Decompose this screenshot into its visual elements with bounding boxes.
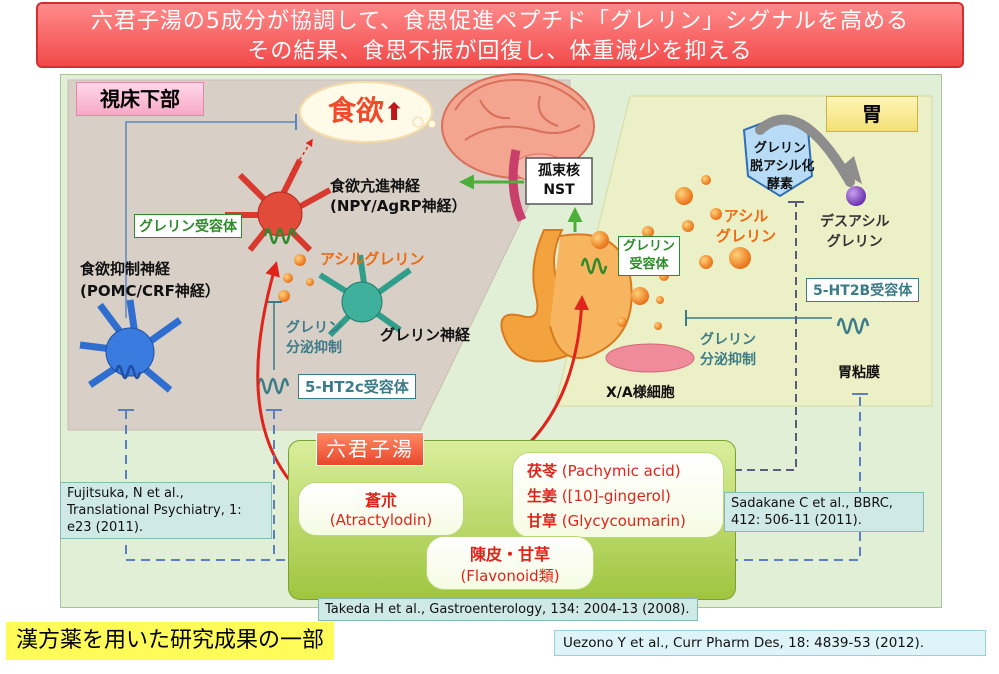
ghrelin-neuron <box>318 254 412 338</box>
enzyme-line-1: グレリン <box>753 141 806 156</box>
stomach-ghrelin-receptor-icon <box>580 257 608 275</box>
stomach-acyl-line-1: アシル <box>723 207 769 225</box>
herb2-row-2-compound: ([10]-gingerol) <box>561 487 671 505</box>
appetite-text: 食欲 <box>327 94 384 127</box>
ghrelin-receptor-label: グレリン受容体 <box>134 214 242 238</box>
appetite-bubble <box>299 81 433 143</box>
orexigenic-neuron <box>225 158 332 253</box>
nts-line-1: 孤束核 <box>538 163 580 179</box>
appetite-label: 食欲⬆ <box>310 86 422 136</box>
herb2-row-2: 生姜 ([10]-gingerol) <box>527 484 723 509</box>
stomach-receptor-line-2: 受容体 <box>629 257 669 272</box>
hyp-secretion-inhibit-label: グレリン 分泌抑制 <box>286 318 342 358</box>
herb3-compound: (Flavonoid類) <box>460 567 560 585</box>
desacyl-ghrelin-ball <box>846 186 866 206</box>
ht2c-receptor-icon <box>256 377 290 395</box>
herb2-row-2-name: 生姜 <box>527 487 558 505</box>
nts-line-2: NST <box>543 182 575 198</box>
stomach-receptor-line-1: グレリン <box>623 239 676 254</box>
anorexigenic-neuron-label: 食欲抑制神経 (POMC/CRF神経） <box>80 258 220 302</box>
gastric-mucosa-label: 胃粘膜 <box>838 365 880 381</box>
ht2b-receptor-icon <box>836 317 870 335</box>
stomach-label: 胃 <box>826 96 918 132</box>
xa-cells <box>605 343 695 373</box>
title-banner: 六君子湯の5成分が協調して、食思促進ペプチド「グレリン」シグナルを高める その結… <box>36 2 964 68</box>
stomach-acyl-line-2: グレリン <box>716 227 777 245</box>
herb2-row-3-name: 甘草 <box>527 512 558 530</box>
acyl-ghrelin-label: アシルグレリン <box>320 250 425 268</box>
herb-group-2: 茯苓 (Pachymic acid) 生姜 ([10]-gingerol) 甘草… <box>512 452 724 538</box>
herb2-row-1: 茯苓 (Pachymic acid) <box>527 459 723 484</box>
ht2b-receptor-label: 5-HT2B受容体 <box>806 278 920 302</box>
ref-sadakane: Sadakane C et al., BBRC, 412: 506-11 (20… <box>724 492 924 532</box>
desacyl-ghrelin-label: デスアシル グレリン <box>820 212 889 252</box>
ref-fujitsuka: Fujitsuka, N et al., Translational Psych… <box>60 482 272 539</box>
ref-uezono: Uezono Y et al., Curr Pharm Des, 18: 483… <box>554 630 986 656</box>
herb1-compound: (Atractylodin) <box>329 511 433 529</box>
xa-cells-label: X/A様細胞 <box>606 385 675 401</box>
ghrelin-neuron-label: グレリン神経 <box>380 326 471 344</box>
herb2-row-3-compound: (Glycycoumarin) <box>561 512 686 530</box>
desacyl-line-1: デスアシル <box>820 214 890 230</box>
orexigenic-line-2: (NPY/AgRP神経） <box>330 197 467 215</box>
arrow-up-icon: ⬆ <box>383 98 405 126</box>
stomach-acyl-ghrelin-label: アシル グレリン <box>716 206 776 246</box>
herb-citrus-licorice: 陳皮・甘草 (Flavonoid類) <box>426 536 594 590</box>
stomach-inhibit-line-1: グレリン <box>700 332 756 348</box>
herb2-row-1-name: 茯苓 <box>527 462 558 480</box>
footer-note: 漢方薬を用いた研究成果の一部 <box>6 622 335 660</box>
stomach-secretion-inhibit-label: グレリン 分泌抑制 <box>700 330 756 370</box>
nts-box <box>525 157 593 205</box>
enzyme-line-2: 脱アシル化 <box>750 159 815 174</box>
hyp-inhibit-line-2: 分泌抑制 <box>286 340 342 356</box>
herb-atractylodes: 蒼朮 (Atractylodin) <box>298 482 464 536</box>
hypothalamus-label: 視床下部 <box>76 82 204 116</box>
desacyl-line-2: グレリン <box>826 234 883 250</box>
herb3-name: 陳皮・甘草 <box>469 545 550 564</box>
stomach-inhibit-line-2: 分泌抑制 <box>700 352 756 368</box>
orexigenic-line-1: 食欲亢進神経 <box>330 177 421 195</box>
nts-label: 孤束核 NST <box>530 162 588 200</box>
herb2-row-1-compound: (Pachymic acid) <box>561 462 681 480</box>
herb2-row-3: 甘草 (Glycycoumarin) <box>527 509 723 534</box>
banner-line-1: 六君子湯の5成分が協調して、食思促進ペプチド「グレリン」シグナルを高める <box>90 9 910 34</box>
ref-takeda: Takeda H et al., Gastroenterology, 134: … <box>318 598 698 621</box>
banner-line-2: その結果、食思不振が回復し、体重減少を抑える <box>247 39 753 64</box>
ht2c-receptor-label: 5-HT2c受容体 <box>298 374 416 399</box>
enzyme-label: グレリン 脱アシル化 酵素 <box>750 140 815 194</box>
herb1-name: 蒼朮 <box>364 491 397 510</box>
stomach-ghrelin-receptor-label: グレリン 受容体 <box>618 236 681 276</box>
enzyme-line-3: 酵素 <box>766 177 793 192</box>
ghrelin-receptor-icon <box>263 227 297 245</box>
orexigenic-neuron-label: 食欲亢進神経 (NPY/AgRP神経） <box>330 176 467 216</box>
rikkunshito-title: 六君子湯 <box>316 432 424 466</box>
anorexigenic-receptor-icon <box>114 364 142 380</box>
stomach-illustration <box>500 229 633 363</box>
hyp-inhibit-line-1: グレリン <box>286 320 342 336</box>
anorexigenic-neuron <box>79 299 183 393</box>
anorexigenic-line-1: 食欲抑制神経 <box>80 260 171 278</box>
anorexigenic-line-2: (POMC/CRF神経） <box>80 282 220 300</box>
